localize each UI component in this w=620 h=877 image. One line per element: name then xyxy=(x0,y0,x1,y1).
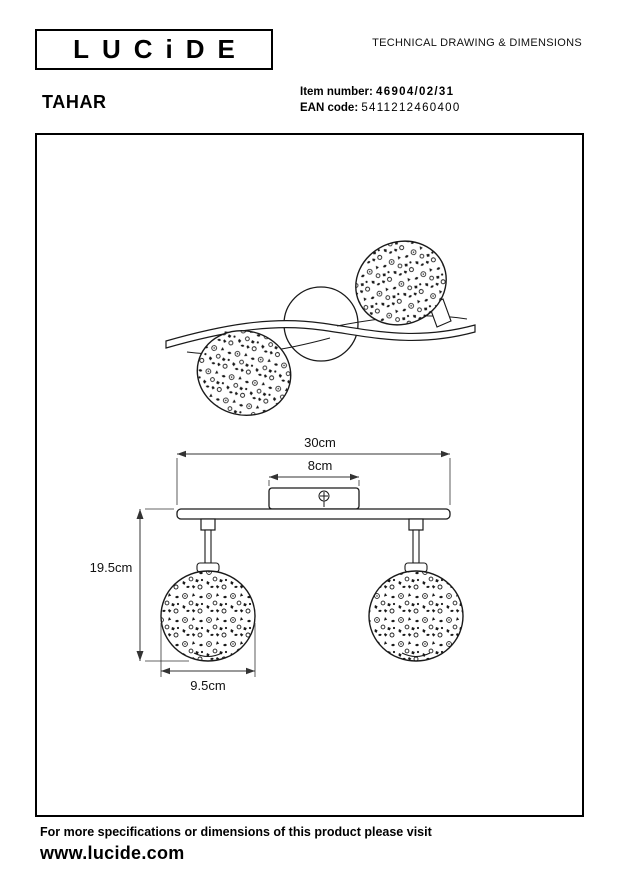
screw-icon xyxy=(318,490,330,507)
item-number-value: 46904/02/31 xyxy=(376,86,455,98)
footer-note: For more specifications or dimensions of… xyxy=(40,825,432,839)
dim-label-shade: 9.5cm xyxy=(190,678,225,693)
dim-label-width: 30cm xyxy=(304,435,336,450)
item-number-row: Item number: 46904/02/31 xyxy=(300,84,461,100)
right-shade-elevation xyxy=(368,570,464,662)
mounting-bar xyxy=(176,508,451,520)
perspective-view xyxy=(165,240,476,417)
dimension-plate: 8cm xyxy=(268,458,360,486)
wavy-bar xyxy=(165,319,476,349)
dimension-shade: 9.5cm xyxy=(160,623,256,693)
technical-drawing: 30cm 8cm xyxy=(90,240,476,693)
dimension-width: 30cm xyxy=(176,435,451,505)
ceiling-plate xyxy=(268,487,360,510)
drawing-frame: 30cm 8cm xyxy=(35,133,584,817)
ean-value: 5411212460400 xyxy=(361,102,461,114)
ean-row: EAN code: 5411212460400 xyxy=(300,100,461,116)
right-shade xyxy=(355,240,447,326)
right-lamp-elevation xyxy=(368,518,464,662)
dim-label-height: 19.5cm xyxy=(90,560,133,575)
product-meta: Item number: 46904/02/31 EAN code: 54112… xyxy=(300,84,461,116)
ean-label: EAN code: xyxy=(300,102,359,114)
document-title: TECHNICAL DRAWING & DIMENSIONS xyxy=(372,37,582,49)
dimension-height: 19.5cm xyxy=(90,508,189,662)
elevation-view: 30cm 8cm xyxy=(90,435,464,693)
left-shade-elevation xyxy=(160,570,256,662)
brand-logo: LUCiDE xyxy=(35,29,273,70)
left-shade xyxy=(196,329,292,417)
left-lamp-elevation xyxy=(160,518,256,662)
dim-label-plate: 8cm xyxy=(308,458,333,473)
brand-logo-text: LUCiDE xyxy=(73,34,248,64)
site-url[interactable]: www.lucide.com xyxy=(40,843,185,863)
item-number-label: Item number: xyxy=(300,86,373,98)
product-name: TAHAR xyxy=(42,92,107,112)
